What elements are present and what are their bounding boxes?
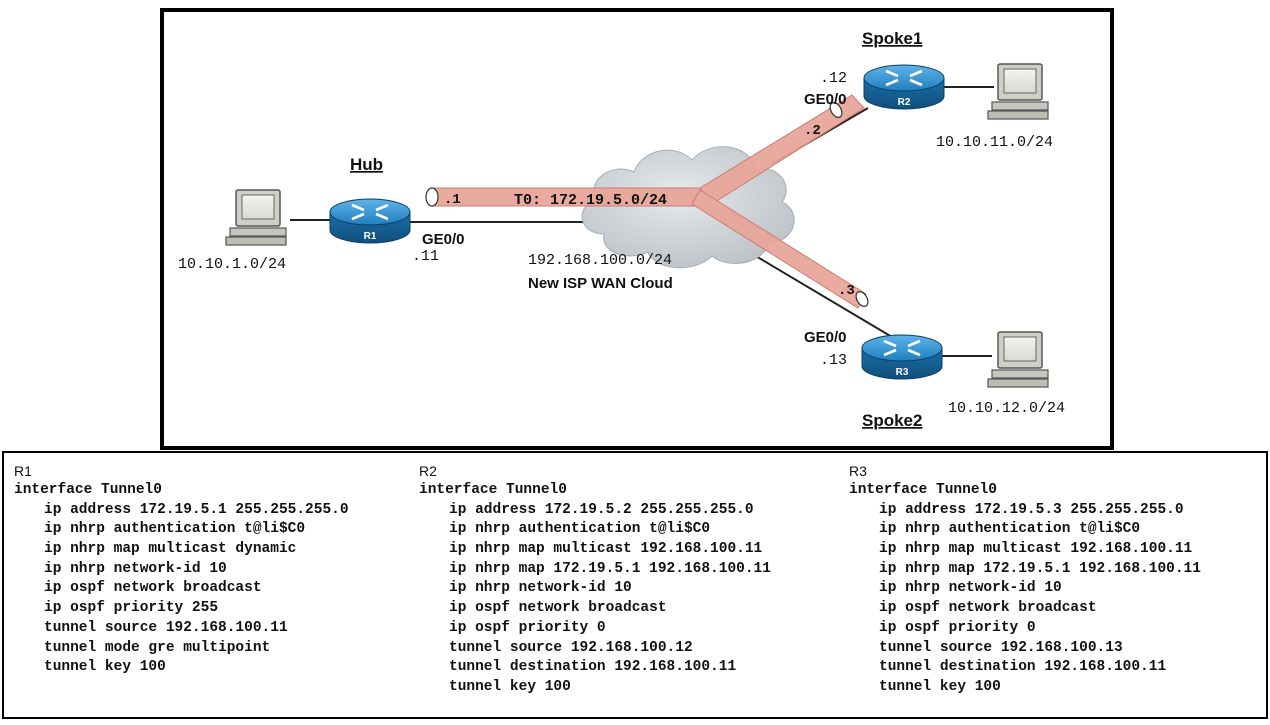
config-line: ip nhrp authentication t@li$C0 bbox=[879, 521, 1141, 538]
spoke1-interface-ip: .12 bbox=[820, 70, 847, 87]
hub-interface-label: GE0/0 bbox=[422, 231, 465, 248]
hub-interface-ip: .11 bbox=[412, 248, 439, 265]
config-line: tunnel key 100 bbox=[879, 678, 1001, 695]
link-r3-cloud bbox=[753, 254, 893, 338]
spoke1-title: Spoke1 bbox=[862, 29, 922, 48]
config-interface: interface Tunnel0 bbox=[419, 482, 567, 498]
router-r2-label: R2 bbox=[898, 97, 911, 108]
config-line: ip ospf network broadcast bbox=[879, 600, 1097, 617]
config-line: ip ospf priority 0 bbox=[449, 619, 606, 636]
config-line: ip nhrp network-id 10 bbox=[879, 580, 1062, 597]
tunnel-endpoint-r3 bbox=[855, 291, 869, 307]
config-line: tunnel key 100 bbox=[44, 659, 166, 676]
config-line: ip nhrp network-id 10 bbox=[44, 560, 227, 577]
topology-diagram: R1 R2 R3 Hub 10.10.1.0/24 GE0/0 .11 .1 T… bbox=[160, 8, 1114, 450]
topology-canvas: R1 R2 R3 Hub 10.10.1.0/24 GE0/0 .11 .1 T… bbox=[178, 29, 1065, 430]
router-r3-label: R3 bbox=[896, 367, 909, 378]
config-line: ip address 172.19.5.2 255.255.255.0 bbox=[449, 501, 754, 518]
router-r1-label: R1 bbox=[364, 231, 377, 242]
cloud-name-label: New ISP WAN Cloud bbox=[528, 275, 673, 292]
config-r3: R3 interface Tunnel0 ip address 172.19.5… bbox=[849, 462, 1201, 698]
spoke1-interface-label: GE0/0 bbox=[804, 91, 847, 108]
config-line: ip nhrp authentication t@li$C0 bbox=[44, 521, 306, 538]
spoke2-title: Spoke2 bbox=[862, 411, 922, 430]
spoke1-tunnel-ip: .2 bbox=[804, 123, 821, 139]
config-line: ip nhrp map multicast dynamic bbox=[44, 541, 297, 558]
pc-hub-icon bbox=[225, 189, 287, 246]
config-line: tunnel mode gre multipoint bbox=[44, 639, 271, 656]
spoke2-interface-ip: .13 bbox=[820, 352, 847, 369]
spoke2-interface-label: GE0/0 bbox=[804, 329, 847, 346]
config-line: ip ospf priority 255 bbox=[44, 600, 219, 617]
config-line: ip nhrp map multicast 192.168.100.11 bbox=[879, 541, 1193, 558]
config-line: tunnel destination 192.168.100.11 bbox=[879, 659, 1167, 676]
config-line: tunnel source 192.168.100.13 bbox=[879, 639, 1123, 656]
config-r2: R2 interface Tunnel0 ip address 172.19.5… bbox=[419, 462, 771, 698]
cloud-network-label: 192.168.100.0/24 bbox=[528, 252, 672, 269]
config-router-name: R2 bbox=[419, 463, 437, 479]
tunnel-endpoints bbox=[425, 102, 869, 307]
config-line: ip address 172.19.5.1 255.255.255.0 bbox=[44, 501, 349, 518]
tunnel-subnet-label: T0: 172.19.5.0/24 bbox=[514, 192, 667, 209]
config-line: ip nhrp authentication t@li$C0 bbox=[449, 521, 711, 538]
config-router-name: R3 bbox=[849, 463, 867, 479]
config-line: tunnel key 100 bbox=[449, 678, 571, 695]
config-line: ip nhrp map 172.19.5.1 192.168.100.11 bbox=[879, 560, 1201, 577]
config-line: tunnel destination 192.168.100.11 bbox=[449, 659, 737, 676]
config-line: tunnel source 192.168.100.12 bbox=[449, 639, 693, 656]
spoke2-lan-label: 10.10.12.0/24 bbox=[948, 400, 1065, 417]
tunnel-endpoint-r1 bbox=[425, 187, 439, 207]
pc-spoke2-icon bbox=[987, 331, 1049, 388]
hub-lan-label: 10.10.1.0/24 bbox=[178, 256, 286, 273]
config-line: ip nhrp map multicast 192.168.100.11 bbox=[449, 541, 763, 558]
config-r1: R1 interface Tunnel0 ip address 172.19.5… bbox=[14, 462, 349, 678]
config-line: ip ospf network broadcast bbox=[44, 580, 262, 597]
config-interface: interface Tunnel0 bbox=[14, 482, 162, 498]
config-line: ip nhrp map 172.19.5.1 192.168.100.11 bbox=[449, 560, 771, 577]
config-panel: R1 interface Tunnel0 ip address 172.19.5… bbox=[2, 451, 1268, 719]
pc-spoke1-icon bbox=[987, 63, 1049, 120]
config-router-name: R1 bbox=[14, 463, 32, 479]
config-line: tunnel source 192.168.100.11 bbox=[44, 619, 288, 636]
config-line: ip address 172.19.5.3 255.255.255.0 bbox=[879, 501, 1184, 518]
spoke2-tunnel-ip: .3 bbox=[838, 283, 855, 299]
config-line: ip ospf network broadcast bbox=[449, 600, 667, 617]
tunnel-endpoint-r2 bbox=[829, 102, 843, 118]
router-r2-icon[interactable]: R2 bbox=[862, 63, 946, 111]
spoke1-lan-label: 10.10.11.0/24 bbox=[936, 134, 1053, 151]
config-interface: interface Tunnel0 bbox=[849, 482, 997, 498]
hub-tunnel-ip: .1 bbox=[444, 192, 461, 208]
hub-title: Hub bbox=[350, 155, 383, 174]
router-r1-icon[interactable]: R1 bbox=[328, 197, 412, 245]
config-line: ip nhrp network-id 10 bbox=[449, 580, 632, 597]
router-r3-icon[interactable]: R3 bbox=[860, 333, 944, 381]
config-line: ip ospf priority 0 bbox=[879, 619, 1036, 636]
